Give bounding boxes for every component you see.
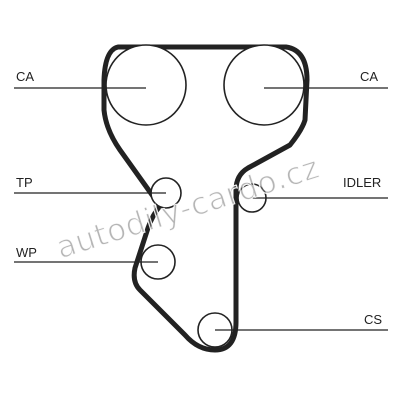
camshaft-pulley-left <box>105 44 187 126</box>
label-cs: CS <box>364 312 383 327</box>
label-idler: IDLER <box>343 175 382 190</box>
label-ca-left: CA <box>16 69 35 84</box>
label-ca-right: CA <box>360 69 379 84</box>
timing-belt <box>101 44 310 353</box>
label-tp: TP <box>16 175 33 190</box>
camshaft-pulley-right <box>223 44 305 126</box>
label-wp: WP <box>16 245 37 260</box>
